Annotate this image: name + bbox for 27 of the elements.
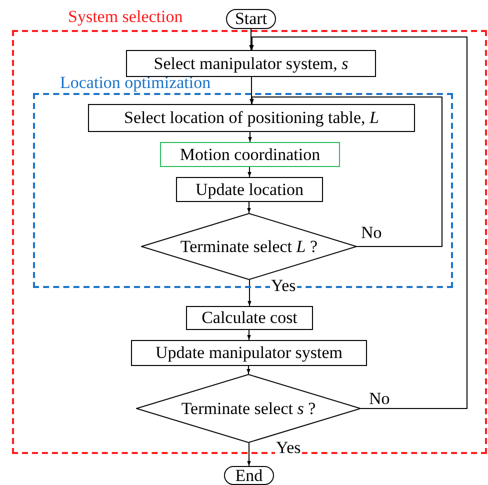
arrow <box>247 330 251 340</box>
group-label: Location optimization <box>60 74 211 91</box>
process-box: Update manipulator system <box>131 340 367 366</box>
arrow <box>247 442 251 466</box>
edge-label: No <box>368 390 391 407</box>
arrow <box>248 132 252 142</box>
edge-label: Yes <box>270 277 297 294</box>
arrow <box>246 366 250 374</box>
edge-label: Yes <box>275 439 302 456</box>
arrow <box>248 166 252 178</box>
process-box: Motion coordination <box>160 142 340 167</box>
arrow <box>250 36 468 409</box>
edge-label: No <box>360 224 383 241</box>
arrow <box>249 28 253 50</box>
group-label: System selection <box>68 8 183 25</box>
decision-diamond <box>141 213 357 280</box>
arrow <box>250 96 442 247</box>
process-box: Select location of positioning table, L <box>88 104 415 132</box>
arrow <box>250 76 254 104</box>
decision-text: Terminate select L ? <box>180 238 318 255</box>
process-box: Update location <box>176 177 323 202</box>
decision-diamond <box>136 374 361 443</box>
arrow <box>248 280 252 306</box>
decision-text: Terminate select s ? <box>181 400 316 417</box>
arrow <box>247 202 251 214</box>
process-box: Select manipulator system, s <box>126 50 376 77</box>
process-box: Calculate cost <box>186 306 313 330</box>
